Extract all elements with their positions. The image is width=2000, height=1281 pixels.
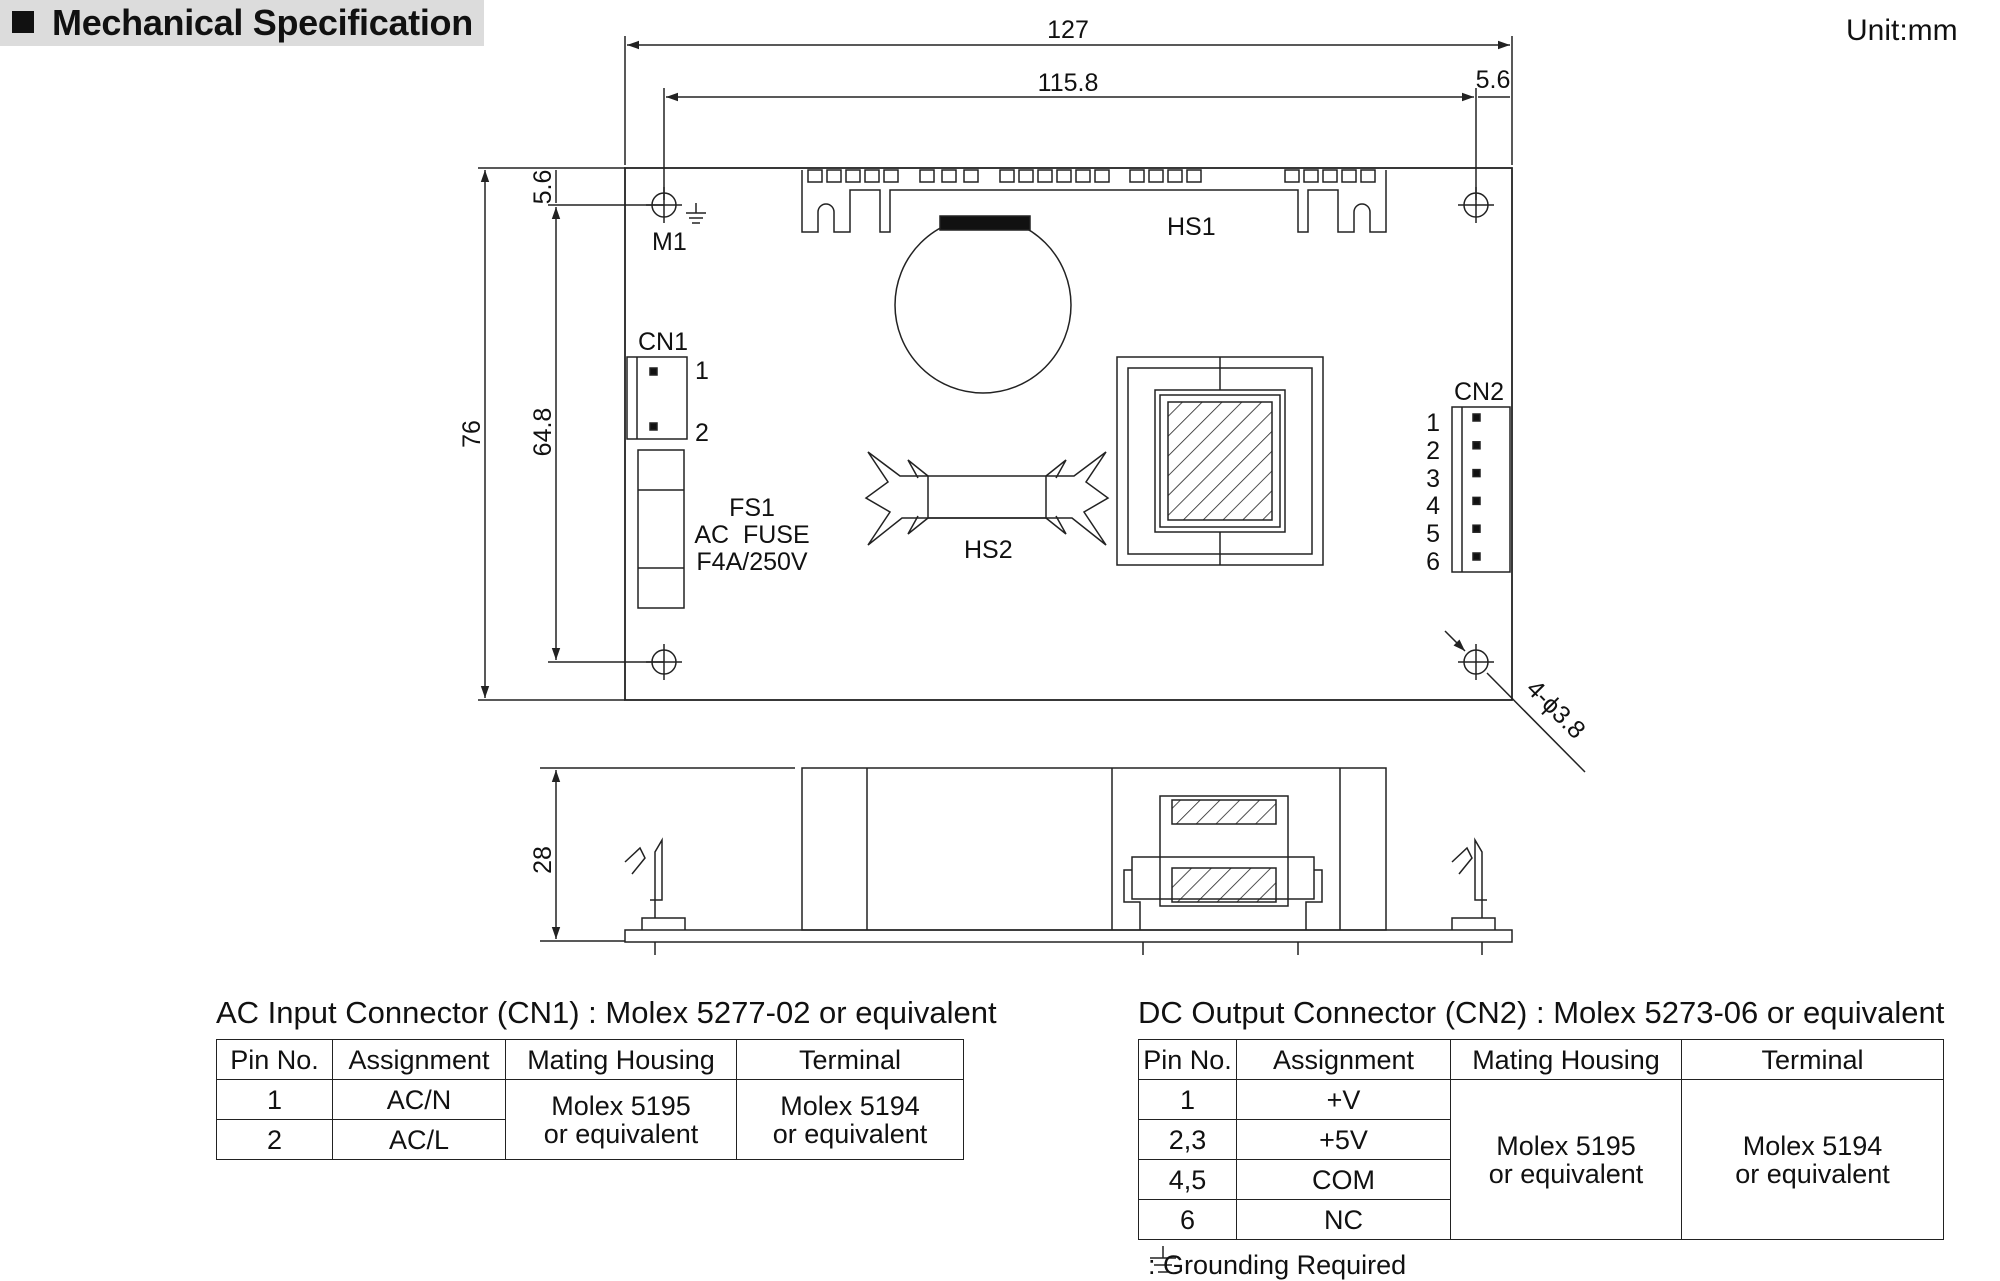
- cn2-pin-cell: 1: [1138, 1079, 1237, 1120]
- section-title: Mechanical Specification: [52, 2, 473, 43]
- connector-cn2: [1451, 406, 1511, 573]
- ground-symbol-icon: [686, 203, 706, 224]
- transformer-top: [1116, 356, 1324, 566]
- cn1-pin-cell: 1: [216, 1079, 333, 1120]
- capacitor-band: [939, 215, 1031, 231]
- section-header: Mechanical Specification: [0, 0, 484, 46]
- hole-leader-in: [1444, 630, 1466, 652]
- dim-overall-width: 76: [458, 420, 486, 448]
- label-m1: M1: [652, 228, 687, 256]
- cn2-pin-2: 2: [1426, 437, 1440, 465]
- cn2-pin-4: 4: [1426, 492, 1440, 520]
- mounting-hole-top-right: [1458, 187, 1494, 223]
- cn2-pin-1: 1: [1426, 409, 1440, 437]
- cn1-terminal-line-1: Molex 5194: [780, 1090, 920, 1121]
- fuse-fs1: [637, 449, 685, 609]
- cn2-pin-cell: 6: [1138, 1199, 1237, 1240]
- header-square-icon: [12, 11, 34, 33]
- cn1-housing-line-1: Molex 5195: [551, 1090, 691, 1121]
- label-cn2: CN2: [1454, 378, 1504, 406]
- cn1-table: Pin No. Assignment Mating Housing Termin…: [216, 1039, 964, 1160]
- ground-note-icon: [1150, 1246, 1176, 1273]
- cn1-assignment-cell: AC/L: [332, 1119, 506, 1160]
- dim-hole-width: 64.8: [529, 408, 557, 457]
- cn2-assignment-cell: +V: [1236, 1079, 1451, 1120]
- grounding-note: : Grounding Required: [1148, 1250, 1407, 1280]
- cn2-header-assignment: Assignment: [1236, 1039, 1451, 1080]
- cn2-assignment-cell: +5V: [1236, 1119, 1451, 1160]
- cn1-pin-1: 1: [695, 357, 709, 385]
- label-cn1: CN1: [638, 328, 688, 356]
- heatsink-hs1: [801, 169, 1387, 233]
- mounting-hole-bottom-right: [1458, 644, 1494, 680]
- board-outline: [624, 167, 1513, 701]
- table-row: 4,5 COM: [1138, 1159, 1944, 1200]
- cn1-assignment-cell: AC/N: [332, 1079, 506, 1120]
- cn1-pin-2: 2: [695, 419, 709, 447]
- mounting-hole-bottom-left: [646, 644, 682, 680]
- cn1-header-row: Pin No. Assignment Mating Housing Termin…: [216, 1039, 964, 1080]
- dim-overall-length: 127: [1047, 16, 1089, 44]
- cn1-table-title: AC Input Connector (CN1) : Molex 5277-02…: [216, 995, 997, 1030]
- fuse-label-2: AC FUSE: [694, 521, 809, 549]
- fuse-label-1: FS1: [729, 494, 775, 522]
- cn2-header-row: Pin No. Assignment Mating Housing Termin…: [1138, 1039, 1944, 1080]
- cn2-pin-3: 3: [1426, 465, 1440, 493]
- fuse-label-3: F4A/250V: [696, 548, 808, 576]
- label-hs1: HS1: [1167, 213, 1216, 241]
- dim-hole-length: 115.8: [1038, 69, 1099, 97]
- connector-cn1: [626, 356, 688, 440]
- cn2-terminal-line-2: or equivalent: [1735, 1158, 1890, 1189]
- cn2-header-housing: Mating Housing: [1450, 1039, 1682, 1080]
- cn2-pin-cell: 4,5: [1138, 1159, 1237, 1200]
- cn1-housing-line-2: or equivalent: [543, 1118, 699, 1149]
- dim-right-offset: 5.6: [1476, 66, 1511, 94]
- cn1-header-pin: Pin No.: [216, 1039, 333, 1080]
- label-hs2: HS2: [964, 536, 1013, 564]
- dim-top-offset: 5.6: [529, 170, 557, 205]
- table-row: 2 AC/L: [216, 1119, 964, 1160]
- cn2-header-terminal: Terminal: [1681, 1039, 1944, 1080]
- heatsink-hs2: [864, 451, 1110, 546]
- cn2-pin-6: 6: [1426, 548, 1440, 576]
- cn1-header-housing: Mating Housing: [505, 1039, 737, 1080]
- cn2-table: Pin No. Assignment Mating Housing Termin…: [1138, 1039, 1944, 1240]
- hole-callout: 4-ϕ3.8: [1521, 674, 1591, 744]
- table-row: 6 NC: [1138, 1199, 1944, 1240]
- dim-height: 28: [529, 846, 557, 874]
- cn2-assignment-cell: NC: [1236, 1199, 1451, 1240]
- mounting-hole-m1: [646, 187, 682, 223]
- side-view: [624, 767, 1513, 955]
- cn2-housing-line-2: or equivalent: [1488, 1158, 1644, 1189]
- cn1-pin-cell: 2: [216, 1119, 333, 1160]
- cn2-header-pin: Pin No.: [1138, 1039, 1237, 1080]
- cn1-header-assignment: Assignment: [332, 1039, 506, 1080]
- unit-label: Unit:mm: [1846, 14, 1958, 47]
- cn2-housing-line-1: Molex 5195: [1496, 1130, 1636, 1161]
- hole-leader-out: [1486, 672, 1586, 773]
- cn2-pin-cell: 2,3: [1138, 1119, 1237, 1160]
- cn1-terminal-line-2: or equivalent: [772, 1118, 928, 1149]
- cn1-header-terminal: Terminal: [736, 1039, 964, 1080]
- cn2-pin-5: 5: [1426, 520, 1440, 548]
- bulk-capacitor: [894, 216, 1072, 394]
- cn2-terminal-line-1: Molex 5194: [1742, 1130, 1883, 1161]
- cn2-table-title: DC Output Connector (CN2) : Molex 5273-0…: [1138, 995, 1945, 1030]
- cn2-assignment-cell: COM: [1236, 1159, 1451, 1200]
